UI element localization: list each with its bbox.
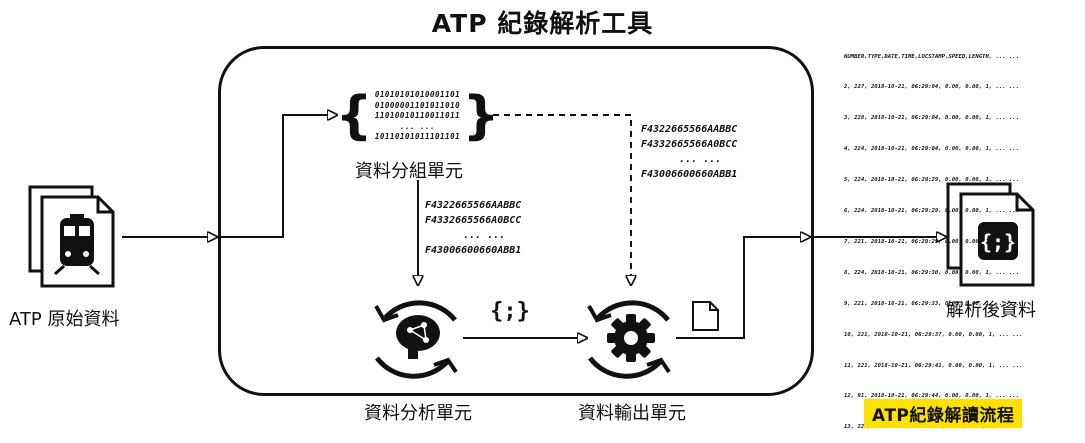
- binary-line: 01000001101011010: [374, 100, 461, 110]
- source-data-label: ATP 原始資料: [9, 309, 120, 330]
- binary-line: 10110101011101101: [374, 132, 461, 141]
- log-line: 5, 224, 2018-10-21, 06:29:29, 0.00, 0.00…: [844, 177, 1020, 184]
- hex-line: F43006600660ABB1: [425, 245, 522, 256]
- binary-line: 01010101010001101: [374, 90, 461, 99]
- brain-icon: [396, 315, 440, 359]
- gear-icon: [607, 314, 655, 362]
- process-badge: ATP紀錄解讀流程: [864, 399, 1023, 428]
- log-line: 3, 228, 2018-10-21, 06:29:04, 0.00, 0.00…: [844, 115, 1020, 122]
- binary-line: ... ...: [399, 121, 436, 131]
- hex-block-upper: F4322665566AABBC F4332665566A0BCC ... ..…: [641, 122, 761, 182]
- output-unit-label: 資料輸出單元: [578, 403, 686, 424]
- hex-line: F43006600660ABB1: [641, 169, 738, 180]
- log-line: 4, 224, 2018-10-21, 06:29:04, 0.00, 0.00…: [844, 146, 1020, 153]
- hex-line: F4322665566AABBC: [641, 124, 738, 135]
- file-icon: [692, 301, 719, 331]
- json-braces-icon: {;}: [978, 222, 1018, 260]
- hex-line: F4332665566A0BCC: [641, 139, 738, 150]
- log-line: 12, 91, 2018-10-21, 06:29:44, 0.00, 0.00…: [844, 393, 1020, 400]
- output-cycle-icon: [587, 300, 671, 379]
- hex-line: F4322665566AABBC: [425, 200, 522, 211]
- log-line: 6, 224, 2018-10-21, 06:29:29, 0.00, 0.00…: [844, 208, 1020, 215]
- log-line: 8, 224, 2018-10-21, 06:29:30, 0.00, 0.00…: [844, 269, 1020, 276]
- log-line: 2, 227, 2018-10-21, 06:29:04, 0.00, 0.00…: [844, 84, 1020, 91]
- hex-line: F4332665566A0BCC: [425, 215, 522, 226]
- log-line: NUMBER,TYPE,DATE,TIME,LOCSTAMP,SPEED,LEN…: [844, 53, 1020, 60]
- arrow-output-to-frame-edge: [676, 237, 810, 339]
- diagram-canvas: {;} { } {;}: [28, 86, 1035, 379]
- log-text-block: NUMBER,TYPE,DATE,TIME,LOCSTAMP,SPEED,LEN…: [844, 31, 1023, 443]
- dashed-arrow-to-output: [493, 114, 631, 285]
- train-icon: [54, 214, 100, 276]
- svg-text:{;}: {;}: [980, 230, 1016, 254]
- log-line: 10, 221, 2018-10-21, 06:29:37, 0.00, 0.0…: [844, 331, 1023, 338]
- analysis-unit-label: 資料分析單元: [364, 403, 472, 424]
- binary-line: 11010010110011011: [374, 111, 461, 120]
- analysis-cycle-icon: [374, 300, 458, 379]
- result-data-label: 解析後資料: [946, 300, 1036, 321]
- diagram-title: ATP 紀錄解析工具: [431, 9, 654, 38]
- log-line: 7, 221, 2018-10-21, 06:29:29, 0.00, 0.00…: [844, 238, 1020, 245]
- binary-block: 01010101010001101 01000001101011010 1101…: [365, 90, 470, 143]
- arrow-to-grouping: [217, 115, 337, 238]
- hex-block-middle: F4322665566AABBC F4332665566A0BCC ... ..…: [425, 198, 545, 258]
- grouping-unit-label: 資料分組單元: [355, 161, 463, 182]
- processing-frame: [218, 46, 814, 396]
- log-line: 9, 221, 2018-10-21, 06:29:33, 0.00, 0.00…: [844, 300, 1020, 307]
- json-small-icon: {;}: [490, 299, 530, 324]
- left-brace: {: [335, 86, 372, 146]
- hex-line: ... ...: [679, 154, 722, 165]
- log-line: 11, 221, 2018-10-21, 06:29:41, 0.00, 0.0…: [844, 362, 1023, 369]
- hex-line: ... ...: [463, 230, 506, 241]
